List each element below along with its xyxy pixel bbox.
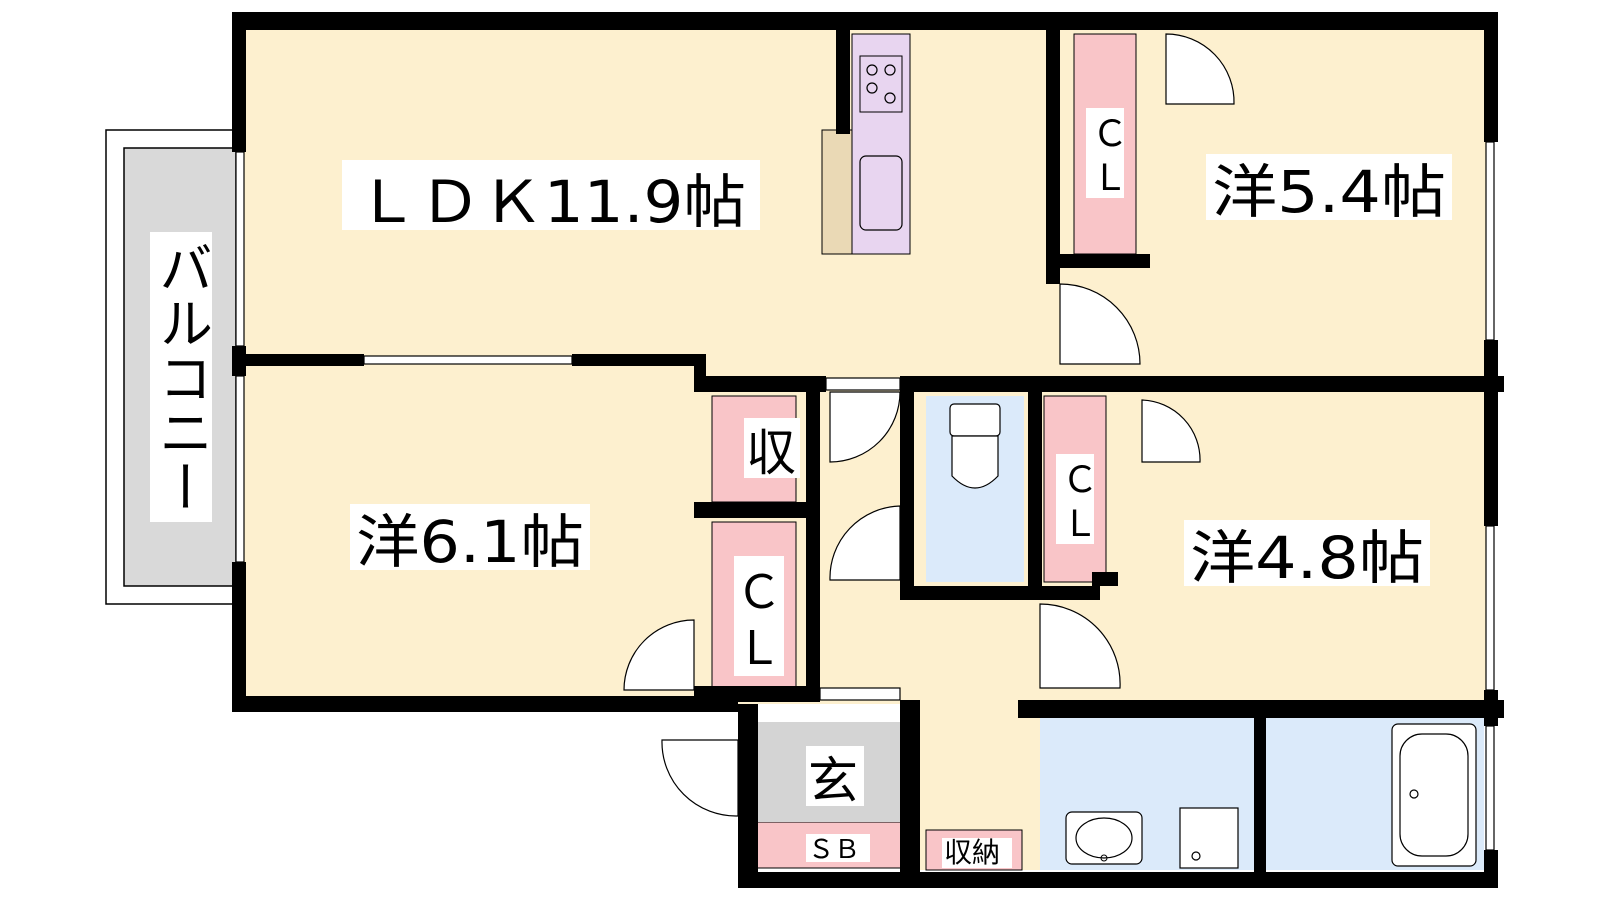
door-swing-icon: [623, 33, 1235, 817]
western-48-label: 洋4.8帖: [1190, 524, 1424, 592]
cl-48-l: Ｌ: [1062, 504, 1098, 545]
ldk-label: ＬＤＫ11.9帖: [356, 168, 746, 236]
bathtub-icon: [1391, 723, 1477, 867]
cl-54-c: Ｃ: [1092, 114, 1128, 155]
window-icon: [235, 141, 1495, 851]
storage-label: 収: [746, 424, 796, 482]
cl-61-l: Ｌ: [736, 621, 782, 675]
kitchen: [821, 33, 911, 255]
walls: [232, 12, 1504, 888]
kitchen-unit: [851, 33, 911, 255]
stove-icon: [859, 55, 903, 113]
cl-61-c: Ｃ: [736, 565, 782, 619]
western-61-label: 洋6.1帖: [356, 508, 584, 576]
washbasin-icon: [1065, 811, 1143, 865]
washer-icon: [1179, 807, 1239, 869]
shoe-box-label: ＳＢ: [808, 835, 860, 865]
cl-54-l: Ｌ: [1092, 158, 1128, 199]
entrance-label: 玄: [808, 752, 858, 810]
kitchen-counter: [821, 129, 853, 255]
balcony-label: バルコニー: [150, 240, 213, 514]
western-54-label: 洋5.4帖: [1212, 158, 1446, 226]
sink-icon: [859, 155, 903, 231]
storage-hall-label: 収納: [944, 836, 1000, 869]
toilet-icon: [949, 403, 1001, 489]
cl-48-c: Ｃ: [1062, 460, 1098, 501]
